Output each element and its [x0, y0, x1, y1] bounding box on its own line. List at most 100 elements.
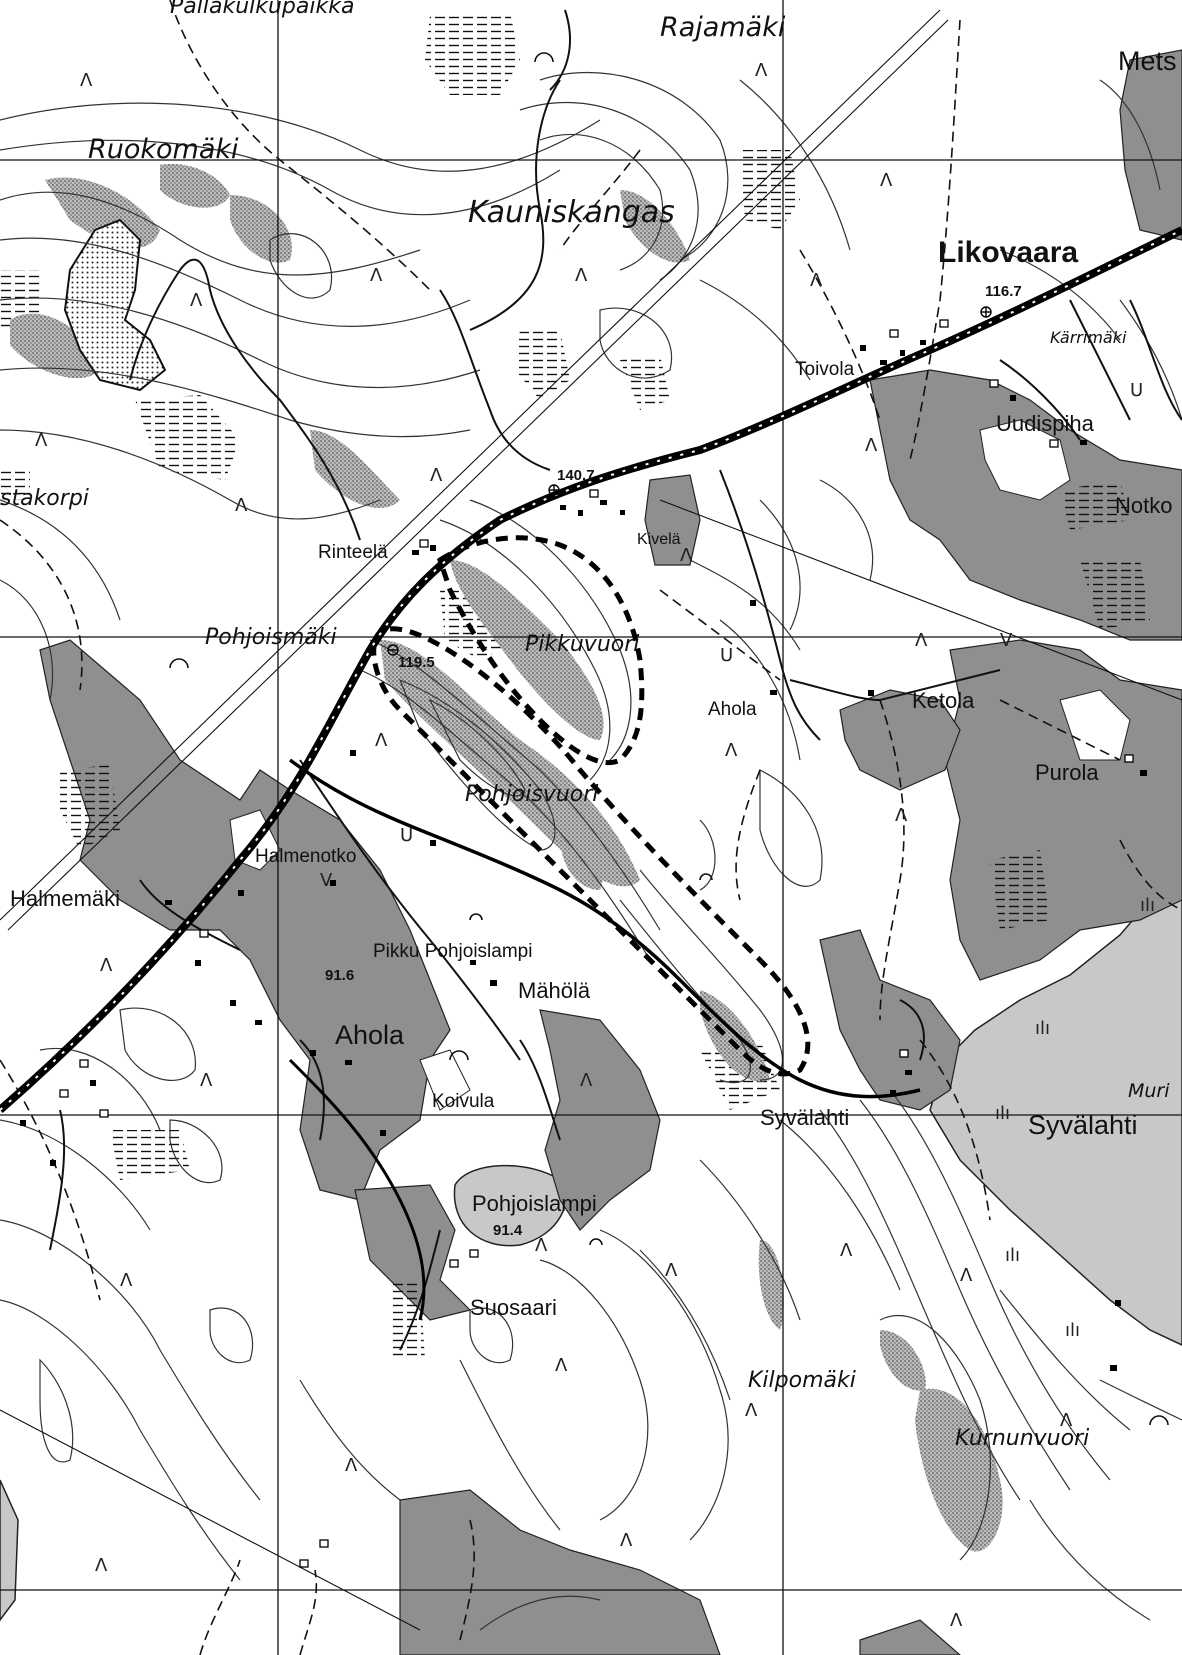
place-label: Toivola	[795, 359, 855, 380]
forest-symbol: Λ	[120, 1270, 133, 1291]
meadow-symbol: ılı	[1065, 1320, 1081, 1341]
place-label: Pikkuvuori	[525, 632, 640, 657]
place-label: Purola	[1035, 760, 1099, 785]
place-label: Ketola	[912, 688, 975, 713]
elevation-label: 91.6	[325, 967, 355, 984]
forest-symbol: Λ	[575, 265, 588, 286]
place-label: Kilpomäki	[748, 1368, 856, 1393]
rock-symbol: V	[320, 870, 333, 891]
elevation-label: 91.4	[493, 1222, 523, 1239]
place-label: Syvälahti	[1028, 1110, 1138, 1140]
place-label: Kauniskangas	[468, 195, 675, 230]
forest-symbol: Λ	[620, 1530, 633, 1551]
place-label: Suosaari	[470, 1295, 557, 1320]
main-road	[0, 226, 1182, 1114]
meadow-symbol: ılı	[995, 1103, 1011, 1124]
forest-symbol: Λ	[865, 435, 878, 456]
place-label: Pohjoislampi	[472, 1191, 597, 1216]
road-suosaari	[288, 1058, 426, 1321]
paths	[49, 9, 1182, 1351]
forest-symbol: Λ	[535, 1235, 548, 1256]
meadow-symbol: ılı	[1140, 895, 1156, 916]
contour-lines	[0, 71, 1182, 1631]
building-outlines	[59, 319, 1134, 1568]
place-label: Mets	[1118, 46, 1177, 76]
forest-symbol: Λ	[200, 1070, 213, 1091]
forest-symbol: Λ	[725, 740, 738, 761]
forest-symbol: Λ	[100, 955, 113, 976]
place-label: Ruokomäki	[88, 134, 239, 165]
elevation-label: 116.7	[985, 283, 1022, 300]
field-southwest	[399, 1489, 721, 1655]
place-label: Likovaara	[938, 236, 1079, 269]
place-label: Koivula	[432, 1091, 495, 1112]
meadow-symbol: ılı	[1035, 1018, 1051, 1039]
place-label: Halmemäki	[10, 886, 121, 911]
forest-symbol: Λ	[880, 170, 893, 191]
place-label: Rinteelä	[318, 542, 388, 563]
forest-symbol: Λ	[190, 290, 203, 311]
pohjoislampi-lake	[453, 1164, 567, 1247]
forest-symbol: Λ	[1060, 1410, 1073, 1431]
secondary-road	[288, 758, 921, 1099]
place-label: Halmenotko	[255, 846, 357, 867]
elevation-label: 119.5	[398, 654, 435, 671]
place-label: Kurnunvuori	[955, 1426, 1090, 1451]
meadow-symbol: ılı	[1005, 1245, 1021, 1266]
elevation-label: 140.7	[557, 467, 595, 484]
forest-symbol: Λ	[580, 1070, 593, 1091]
place-label: stakorpi	[0, 486, 89, 511]
place-label: Syvälahti	[760, 1105, 850, 1130]
forest-symbol: Λ	[555, 1355, 568, 1376]
field-south-small	[859, 1619, 961, 1655]
place-label: Pohjoisvuori	[465, 782, 599, 807]
place-label: Muri	[1128, 1080, 1170, 1102]
clearings	[229, 419, 1131, 1111]
survey-markers	[387, 306, 992, 656]
field-east-strip	[539, 1009, 661, 1231]
forest-symbol: Λ	[960, 1265, 973, 1286]
nature-reserve-boundary	[371, 535, 811, 1077]
place-label: Kärrimäki	[1050, 328, 1127, 347]
field-northeast	[1119, 49, 1182, 241]
buildings	[20, 340, 1147, 1371]
forest-symbol: Λ	[375, 730, 388, 751]
power-lines	[0, 9, 1182, 1631]
forest-symbol: Λ	[895, 805, 908, 826]
forest-symbol: Λ	[35, 430, 48, 451]
ridge-areas	[10, 164, 1003, 1552]
forest-symbol: Λ	[915, 630, 928, 651]
forest-symbol: Λ	[950, 1610, 963, 1631]
forest-symbol: Λ	[235, 495, 248, 516]
forest-symbol: Λ	[95, 1555, 108, 1576]
rock-symbol: U	[720, 645, 734, 666]
boulder-symbols	[169, 52, 1169, 1426]
place-label: Ahola	[335, 1020, 405, 1050]
place-label: Uudispiha	[996, 411, 1094, 436]
rock-symbol: U	[400, 825, 414, 846]
water-areas	[0, 879, 1182, 1622]
place-label: Rajamäki	[660, 12, 786, 43]
place-label: Kivelä	[637, 531, 681, 548]
forest-symbol: Λ	[745, 1400, 758, 1421]
place-label: Mähölä	[518, 978, 591, 1003]
place-label: Pikku Pohjoislampi	[373, 941, 533, 962]
place-label: Pallakulkupaikka	[170, 0, 355, 19]
forest-symbol: Λ	[810, 270, 823, 291]
forest-symbol: Λ	[755, 60, 768, 81]
place-label: Ahola	[708, 699, 757, 720]
forest-symbol: Λ	[345, 1455, 358, 1476]
rock-symbol: V	[1000, 630, 1013, 651]
place-label: Notko	[1115, 493, 1173, 518]
forest-symbol: Λ	[430, 465, 443, 486]
forest-symbol: Λ	[680, 545, 693, 566]
forest-symbol: Λ	[840, 1240, 853, 1261]
forest-symbol: Λ	[80, 70, 93, 91]
west-lake	[0, 1479, 19, 1622]
forest-symbol: Λ	[370, 265, 383, 286]
forest-symbol: Λ	[665, 1260, 678, 1281]
